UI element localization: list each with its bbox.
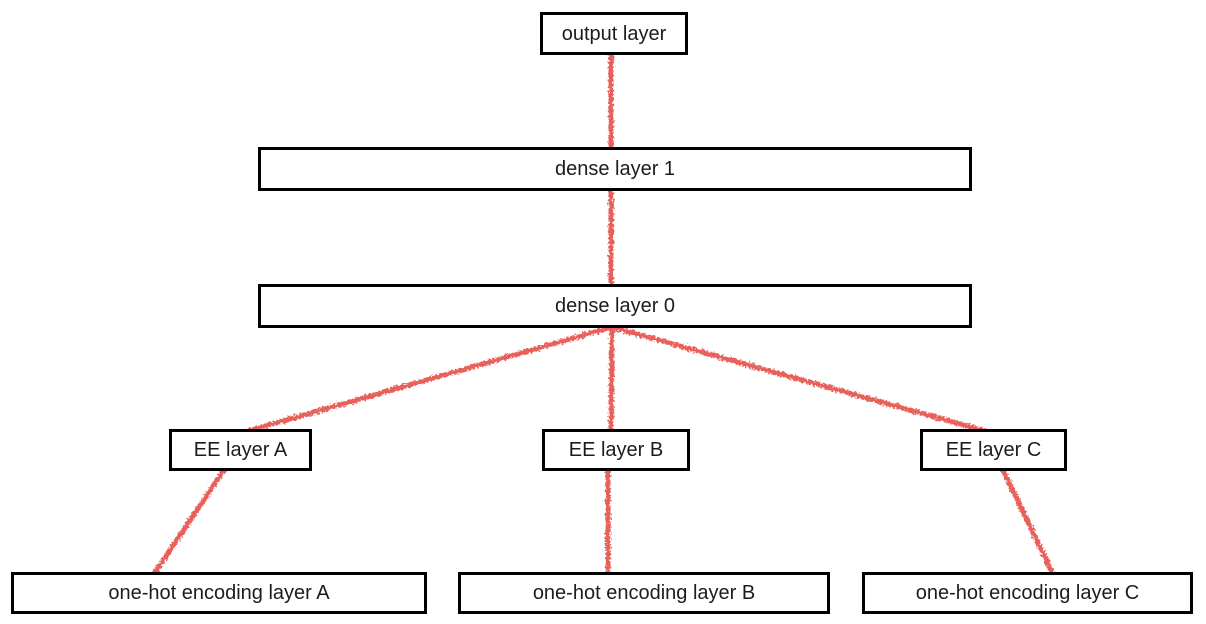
node-label: output layer	[561, 22, 667, 45]
node-dense-layer-1: dense layer 1	[258, 147, 972, 191]
node-one-hot-encoding-layer-b: one-hot encoding layer B	[458, 572, 830, 614]
node-one-hot-encoding-layer-a: one-hot encoding layer A	[11, 572, 427, 614]
node-label: EE layer A	[193, 439, 288, 461]
edge-dense0-ee-a	[245, 324, 615, 434]
node-label: one-hot encoding layer C	[915, 582, 1140, 604]
node-label: EE layer C	[945, 439, 1042, 461]
node-label: EE layer B	[568, 439, 664, 461]
node-ee-layer-a: EE layer A	[169, 429, 312, 471]
node-output-layer: output layer	[540, 12, 688, 55]
edge-dense0-ee-b	[608, 324, 615, 434]
node-label: one-hot encoding layer B	[532, 582, 756, 604]
node-ee-layer-b: EE layer B	[542, 429, 690, 471]
edge-ee-c-onehot-c	[1000, 467, 1056, 577]
node-dense-layer-0: dense layer 0	[258, 284, 972, 328]
node-label: dense layer 1	[554, 158, 676, 180]
node-label: dense layer 0	[554, 295, 676, 317]
edge-dense0-ee-c	[609, 324, 988, 434]
node-label: one-hot encoding layer A	[108, 582, 330, 604]
edge-ee-a-onehot-a	[151, 467, 227, 577]
node-ee-layer-c: EE layer C	[920, 429, 1067, 471]
node-one-hot-encoding-layer-c: one-hot encoding layer C	[862, 572, 1193, 614]
